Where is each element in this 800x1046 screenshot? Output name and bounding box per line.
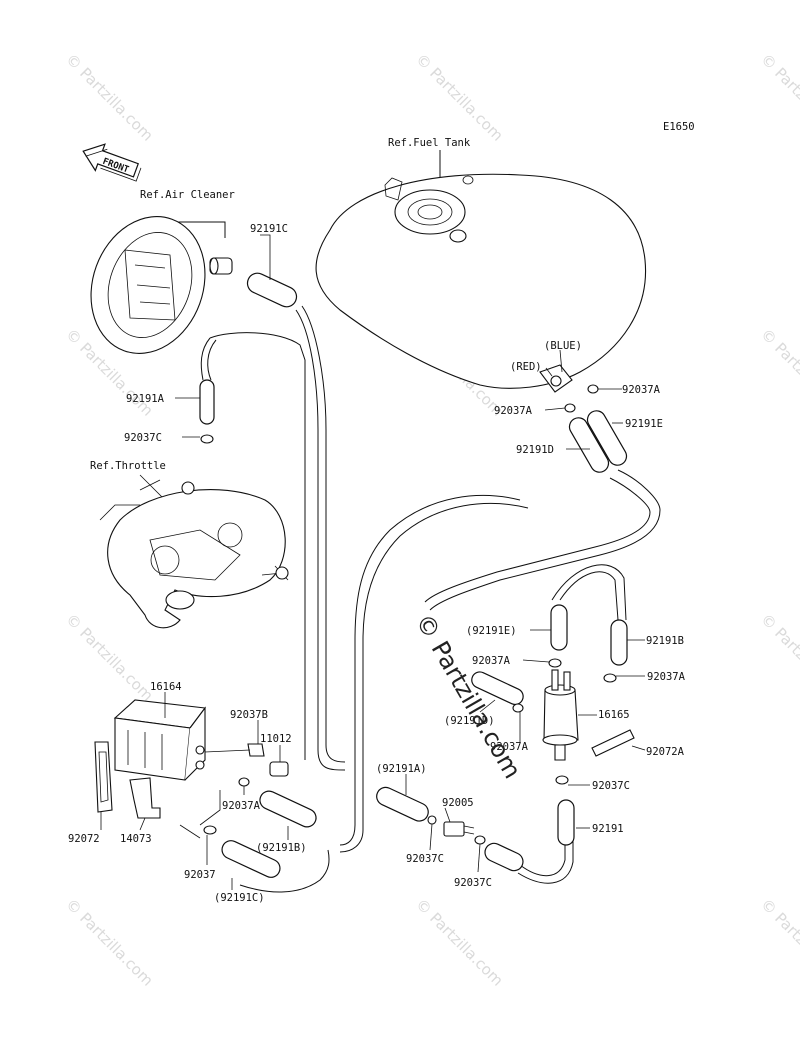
part-labels: 92191C 92191A 92037C 92037A 92037A 92191… <box>68 223 686 904</box>
watermark-text: © Partzilla.com <box>757 895 800 990</box>
part-label-92191A-paren: (92191A) <box>376 763 427 775</box>
canister-16164-illustration <box>94 699 289 819</box>
air-cleaner-illustration: Ref.Air Cleaner <box>90 189 235 354</box>
hose-92191D-tank <box>568 417 610 473</box>
watermark-text: © Partzilla.com <box>757 610 800 705</box>
part-label-92037: 92037 <box>184 869 216 881</box>
blue-marker-label: (BLUE) <box>544 340 582 352</box>
part-label-92191D: 92191D <box>516 444 554 456</box>
hose-92191C-paren <box>221 840 281 878</box>
red-marker-label: (RED) <box>510 361 542 373</box>
fuel-filter-16165-illustration <box>542 669 635 761</box>
clamp-parts <box>200 384 617 845</box>
watermark-text: © Partzilla.com <box>412 895 507 990</box>
part-label-92072A: 92072A <box>646 746 685 758</box>
part-label-92037A: 92037A <box>494 405 533 417</box>
part-label-92037C: 92037C <box>124 432 162 444</box>
throttle-body-illustration: Ref.Throttle <box>90 460 289 629</box>
part-label-92191B-paren: (92191B) <box>256 842 307 854</box>
part-label-92072: 92072 <box>68 833 100 845</box>
part-label-92037C: 92037C <box>454 877 492 889</box>
watermark-text: © Partzilla.com <box>62 895 157 990</box>
ref-air-cleaner-label: Ref.Air Cleaner <box>140 189 235 201</box>
part-label-11012: 11012 <box>260 733 292 745</box>
hose-92191A-paren <box>376 786 429 822</box>
part-label-92191D-paren: (92191D) <box>444 715 495 727</box>
watermark-text: © Partzilla.com <box>757 50 800 145</box>
front-arrow: FRONT <box>82 143 142 182</box>
part-label-14073: 14073 <box>120 833 152 845</box>
hose-92191C-top <box>246 272 298 308</box>
part-label-92037A: 92037A <box>222 800 261 812</box>
ref-fuel-tank-label: Ref.Fuel Tank <box>388 137 471 149</box>
watermark-text: © Partzilla.com <box>757 325 800 420</box>
watermark-text: © Partzilla.com <box>62 610 157 705</box>
fitting-92005-illustration <box>443 821 475 837</box>
part-label-92191A: 92191A <box>126 393 165 405</box>
part-label-92037B: 92037B <box>230 709 268 721</box>
ref-throttle-label: Ref.Throttle <box>90 460 166 472</box>
diagram-code: E1650 <box>663 121 695 133</box>
part-label-92191C: 92191C <box>250 223 288 235</box>
hose-parts <box>199 272 628 878</box>
part-label-92191C-paren: (92191C) <box>214 892 265 904</box>
hose-92191C-bottom <box>484 842 524 872</box>
part-label-92191E: 92191E <box>625 418 663 430</box>
part-label-92191E-paren: (92191E) <box>466 625 517 637</box>
routed-hose-lines <box>200 305 661 893</box>
part-label-92191B: 92191B <box>646 635 684 647</box>
part-label-92037A: 92037A <box>490 741 529 753</box>
part-label-92037C: 92037C <box>592 780 630 792</box>
part-label-92037A: 92037A <box>622 384 661 396</box>
part-label-92037A: 92037A <box>647 671 686 683</box>
part-label-92037C: 92037C <box>406 853 444 865</box>
hose-92191-right <box>557 799 575 846</box>
hose-92191B-right <box>610 619 628 666</box>
watermark-text: © Partzilla.com <box>412 50 507 145</box>
watermark-text: © Partzilla.com <box>62 50 157 145</box>
part-label-92005: 92005 <box>442 797 474 809</box>
part-label-92191: 92191 <box>592 823 624 835</box>
hose-92191E-tank <box>586 410 628 466</box>
part-label-16164: 16164 <box>150 681 182 693</box>
hose-92191B-paren <box>259 790 317 828</box>
hose-92191A-left <box>199 379 215 425</box>
part-label-92037A: 92037A <box>472 655 511 667</box>
leader-lines <box>100 234 646 890</box>
fuel-tank-illustration: Ref.Fuel Tank (BLUE) (RED) <box>315 137 647 393</box>
hose-92191D-paren <box>471 671 524 706</box>
part-label-16165: 16165 <box>598 709 630 721</box>
hose-92191E-paren <box>550 604 568 651</box>
